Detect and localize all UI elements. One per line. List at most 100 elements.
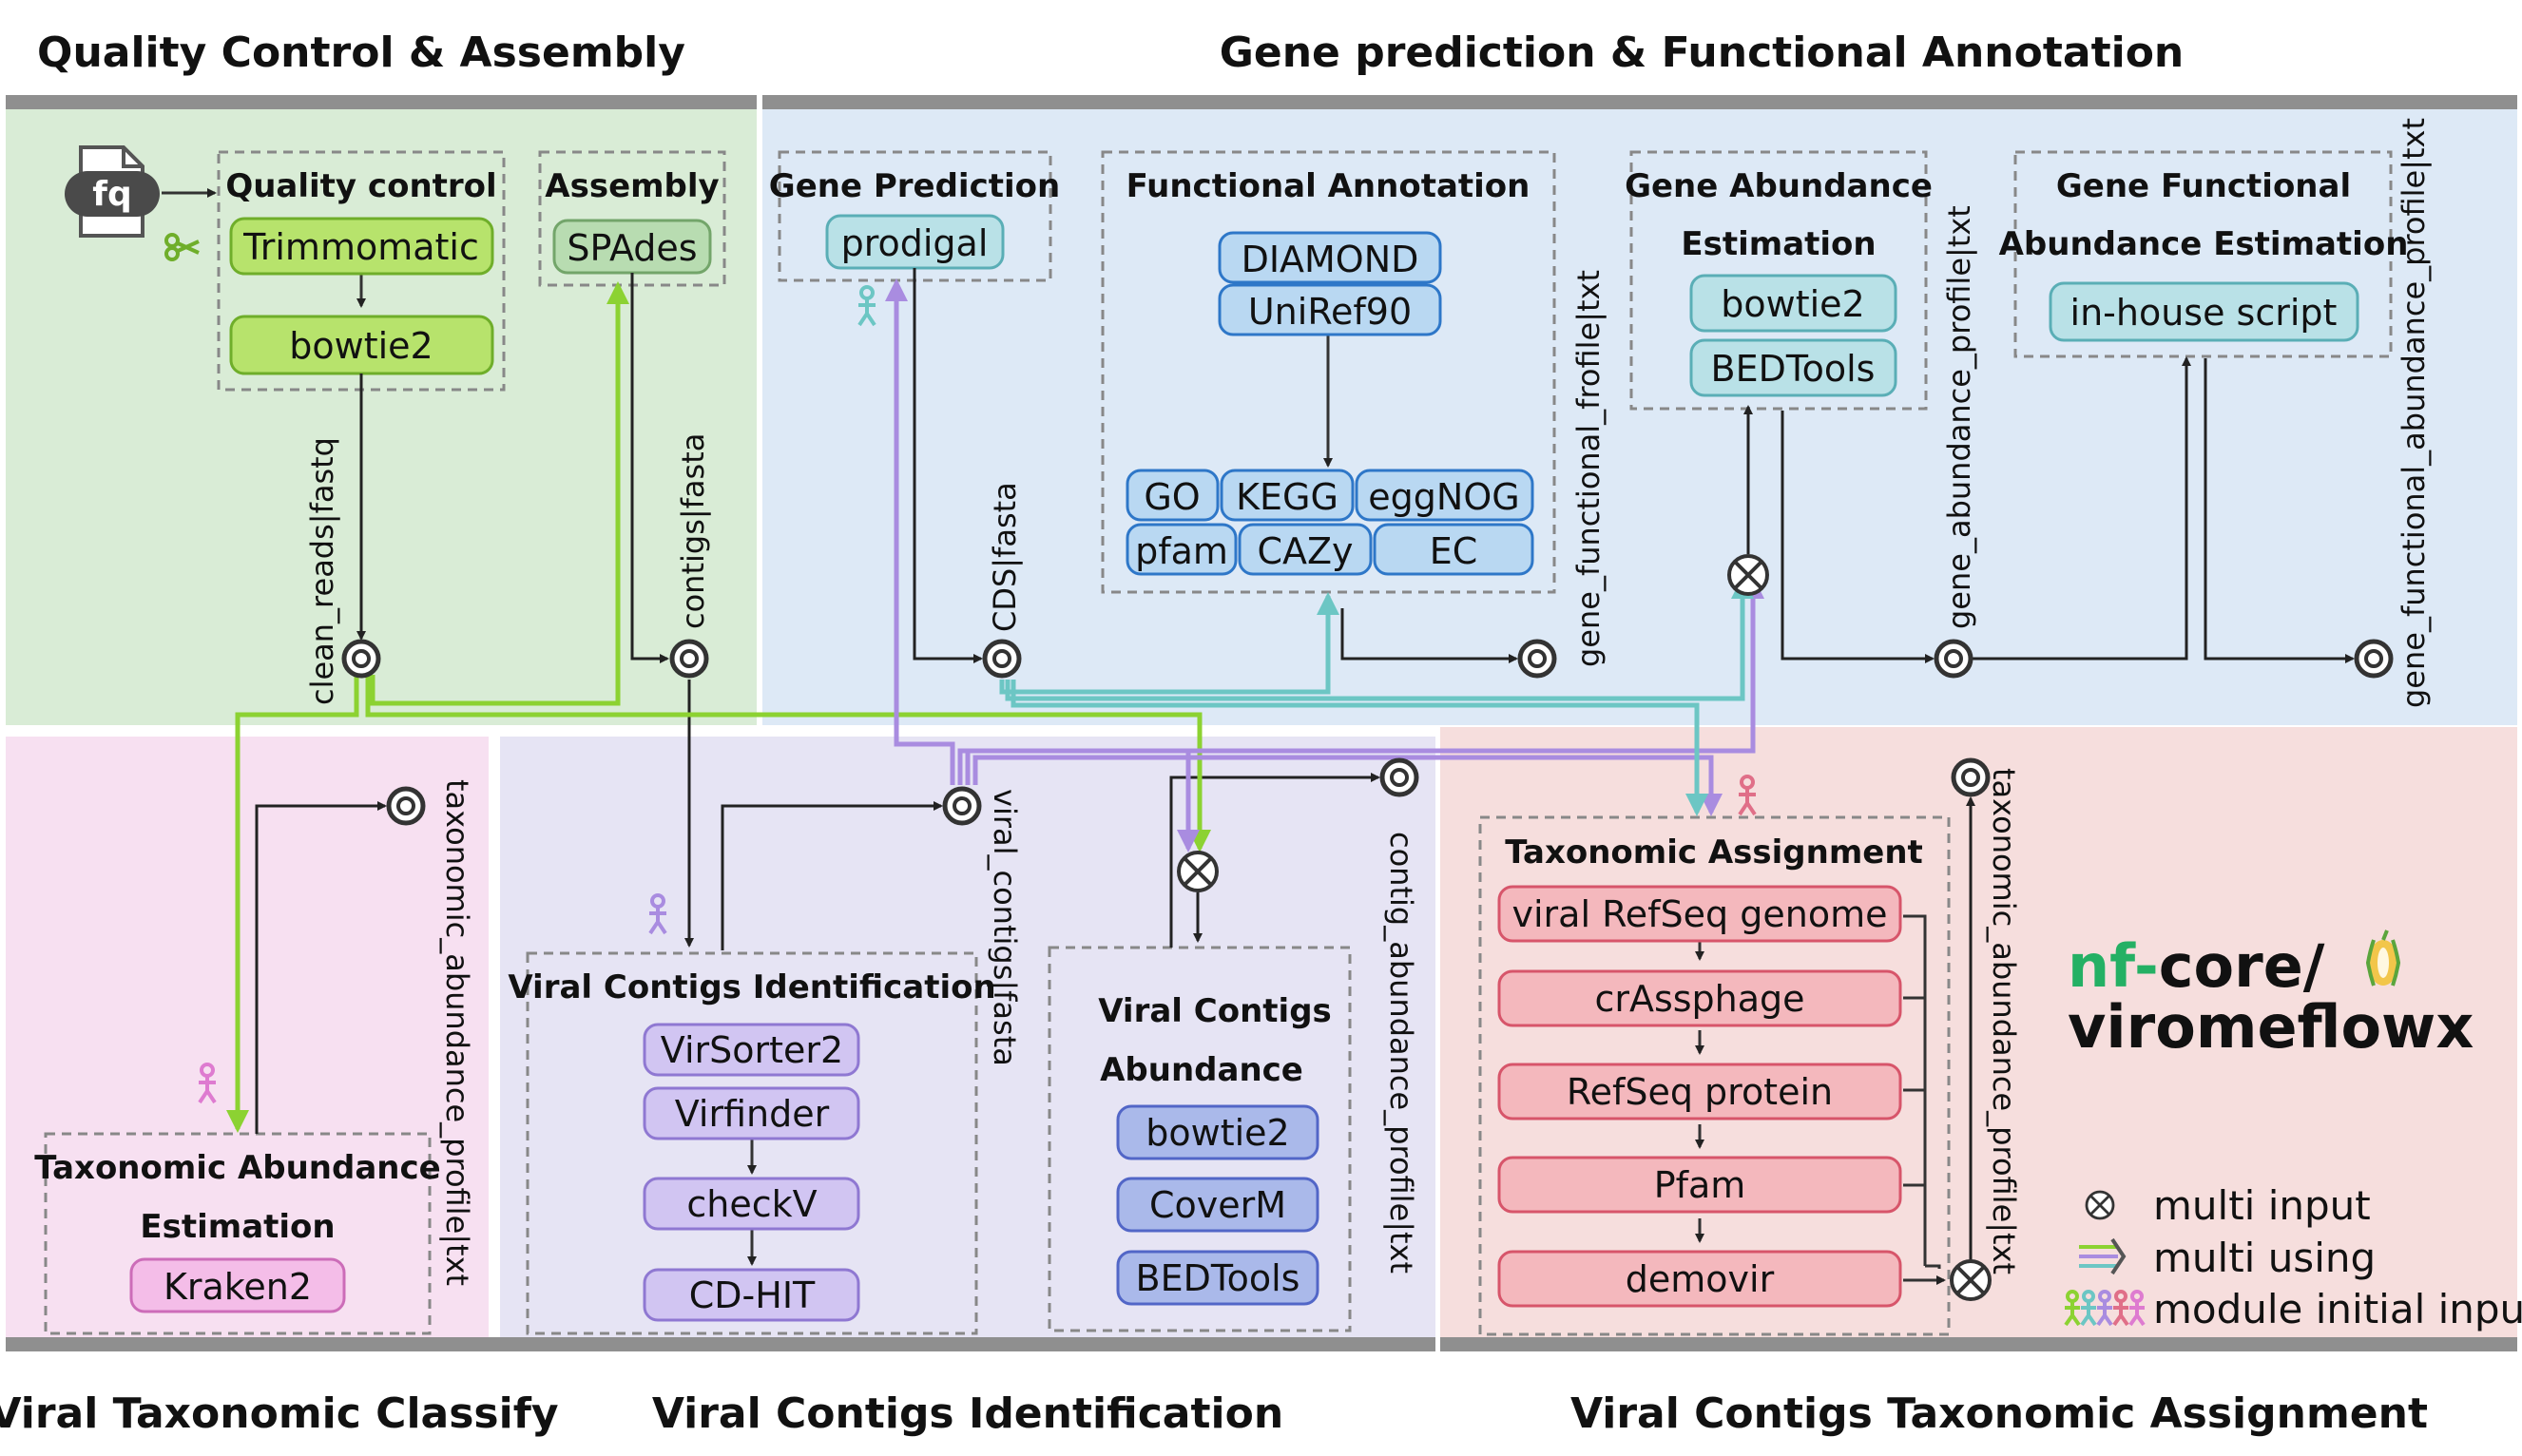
tool-virsorter2 — [643, 1023, 860, 1077]
quality-control-title: Quality control — [225, 167, 496, 205]
taxonomic-abundance-title-1: Taxonomic Abundance — [34, 1149, 440, 1187]
functional-annotation-title: Functional Annotation — [1126, 167, 1531, 205]
viral-contigs-taxonomic-assignment-panel — [1440, 727, 2517, 1345]
multi-input-gene-abundance — [1727, 554, 1769, 596]
contigs-label: contigs|fasta — [675, 433, 711, 629]
clean-reads-label: clean_reads|fastq — [304, 437, 340, 705]
db-pfam — [1126, 523, 1238, 576]
tool-bedtools-gene — [1689, 338, 1897, 397]
gene-functional-abundance-title-1: Gene Functional — [2056, 167, 2351, 205]
gene-abundance-title-1: Gene Abundance — [1625, 167, 1933, 205]
gene-prediction-panel — [762, 103, 2517, 725]
taxonomic-abundance-profile-right-output — [1954, 760, 1988, 795]
db-kegg — [1220, 469, 1355, 522]
multi-input-contig-abundance — [1177, 851, 1219, 892]
tool-refseq-protein-label: RefSeq protein — [1567, 1071, 1833, 1113]
section-title-qc-assembly: Quality Control & Assembly — [37, 29, 685, 77]
tool-pfam-tax — [1497, 1156, 1902, 1214]
gene-functional-abundance-profile-output — [2357, 642, 2391, 676]
tool-spades-label: SPAdes — [567, 227, 697, 269]
db-cazy — [1238, 523, 1373, 576]
tool-trimmomatic — [229, 217, 494, 276]
scissors-icon — [164, 233, 200, 261]
logo-name: viromeflowx — [2068, 992, 2474, 1062]
db-eggnog-label: eggNOG — [1368, 476, 1519, 518]
gene-prediction-title: Gene Prediction — [769, 167, 1060, 205]
viral-taxonomic-classify-panel — [6, 737, 489, 1345]
cds-output — [985, 642, 1019, 676]
tool-trimmomatic-label: Trimmomatic — [242, 226, 479, 268]
gene-abundance-profile-output — [1936, 642, 1971, 676]
tool-bowtie2-qc-label: bowtie2 — [289, 325, 433, 367]
clean-reads-output — [344, 642, 378, 676]
tool-diamond-label: DIAMOND — [1242, 239, 1419, 280]
tool-bedtools-gene-label: BEDTools — [1711, 348, 1876, 390]
viral-contigs-output — [945, 789, 979, 823]
legend-module-initial-input-icon — [2064, 1290, 2146, 1327]
tool-demovir-label: demovir — [1626, 1258, 1775, 1300]
tool-cdhit-label: CD-HIT — [689, 1274, 816, 1316]
viral-contigs-abundance-module — [1048, 946, 1352, 1332]
db-ec-label: EC — [1430, 530, 1478, 572]
viral-contigs-label: viral_contigs|fasta — [987, 789, 1023, 1066]
db-eggnog — [1355, 469, 1534, 522]
gene-functional-abundance-module — [2013, 150, 2393, 358]
contig-abundance-profile-label: contig_abundance_profile|txt — [1383, 832, 1419, 1274]
tool-crassphage-label: crAssphage — [1594, 978, 1804, 1020]
svg-text:nf-core/: nf-core/ — [2068, 931, 2325, 1001]
tool-viral-refseq-genome — [1497, 885, 1902, 943]
tool-cdhit — [643, 1268, 860, 1322]
taxonomic-abundance-profile-left-label: taxonomic_abundance_profile|txt — [439, 779, 475, 1286]
tool-bowtie2-gene-label: bowtie2 — [1721, 283, 1864, 325]
tool-refseq-protein — [1497, 1063, 1902, 1121]
tool-diamond — [1218, 231, 1442, 284]
legend-module-initial-input-label: module initial input — [2153, 1286, 2522, 1332]
taxonomic-abundance-title-2: Estimation — [140, 1208, 335, 1246]
db-pfam-label: pfam — [1135, 530, 1228, 572]
tool-uniref90 — [1218, 283, 1442, 336]
tool-uniref90-label: UniRef90 — [1248, 291, 1412, 333]
gene-abundance-profile-label: gene_abundance_profile|txt — [1941, 205, 1977, 629]
tool-virfinder — [643, 1086, 860, 1140]
multi-input-taxonomy — [1950, 1259, 1992, 1301]
initial-input-person-icon-teal — [857, 285, 876, 327]
contig-abundance-profile-output — [1382, 760, 1416, 795]
viral-contigs-abundance-title-1: Viral Contigs — [1098, 992, 1332, 1030]
tool-bowtie2-contig — [1116, 1104, 1319, 1160]
fastq-file-icon: fq — [65, 145, 160, 238]
legend: multi input multi using module initial i… — [2064, 1182, 2522, 1332]
logo-prefix: nf- — [2068, 931, 2159, 1001]
gene-functional-profile-output — [1520, 642, 1554, 676]
taxonomic-abundance-module — [44, 1132, 432, 1335]
cds-label: CDS|fasta — [987, 482, 1023, 632]
db-go — [1126, 469, 1220, 522]
gene-abundance-title-2: Estimation — [1681, 225, 1876, 263]
fastq-icon-label: fq — [92, 175, 131, 214]
section-title-gene-prediction: Gene prediction & Functional Annotation — [1220, 29, 2185, 77]
tool-bowtie2-gene — [1689, 274, 1897, 333]
tool-kraken2 — [129, 1257, 346, 1313]
contigs-output — [672, 642, 706, 676]
initial-input-person-icon-pink — [198, 1063, 217, 1104]
tool-pfam-tax-label: Pfam — [1654, 1164, 1746, 1206]
taxonomic-abundance-profile-left-output — [389, 789, 423, 823]
legend-multi-using-icon — [2079, 1237, 2127, 1275]
tool-demovir — [1497, 1250, 1902, 1308]
legend-multi-input-icon — [2085, 1190, 2115, 1220]
initial-input-person-icon-red — [1738, 775, 1757, 816]
tool-bedtools-contig — [1116, 1250, 1319, 1306]
initial-input-person-icon-purple — [648, 893, 667, 935]
tool-virsorter2-label: VirSorter2 — [661, 1029, 843, 1071]
section-title-viral-contigs-identification: Viral Contigs Identification — [652, 1389, 1283, 1438]
tool-coverm-label: CoverM — [1149, 1184, 1286, 1226]
section-title-viral-taxonomic-classify: Viral Taxonomic Classify — [0, 1389, 559, 1438]
gene-functional-abundance-title-2: Abundance Estimation — [1999, 225, 2409, 263]
db-ec — [1373, 523, 1534, 576]
viral-contigs-id-title: Viral Contigs Identification — [508, 968, 995, 1006]
tool-coverm — [1116, 1177, 1319, 1233]
db-cazy-label: CAZy — [1257, 530, 1353, 572]
taxonomic-abundance-profile-right-label: taxonomic_abundance_profile|txt — [1986, 768, 2022, 1274]
nf-core-viromeflowx-logo: nf-core/ viromeflowx — [2068, 929, 2474, 1062]
db-kegg-label: KEGG — [1236, 476, 1338, 518]
viral-contigs-abundance-title-2: Abundance — [1100, 1051, 1303, 1089]
